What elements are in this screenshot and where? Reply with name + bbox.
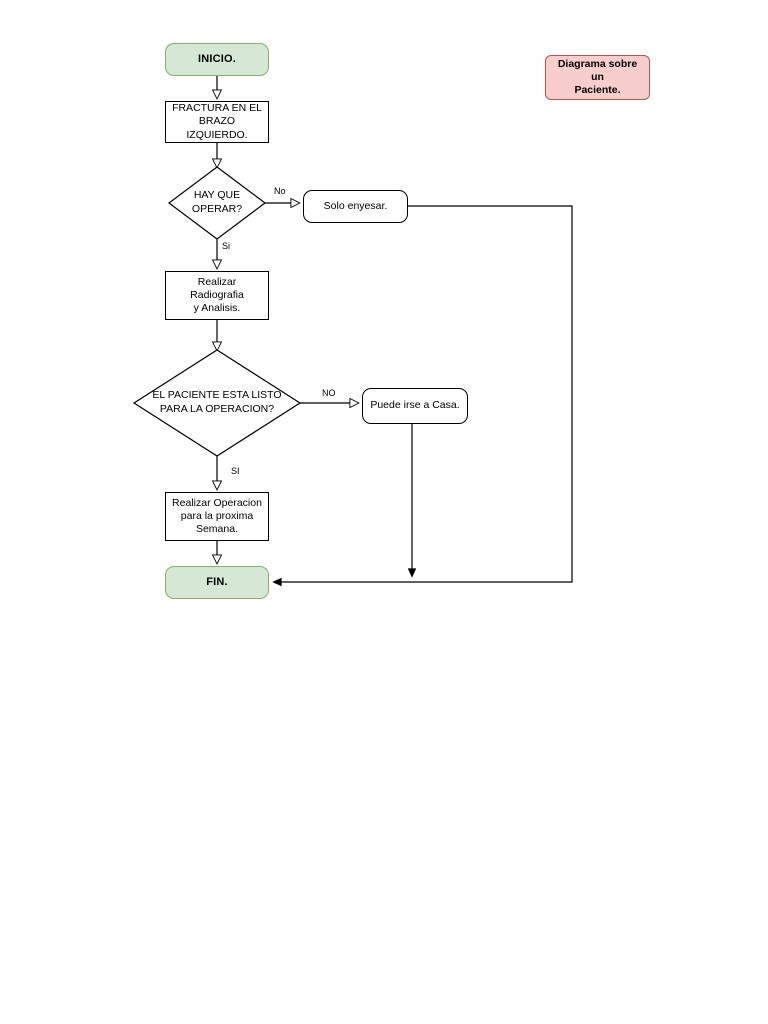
node-start-label: INICIO. xyxy=(197,52,237,65)
node-end[interactable]: FIN. xyxy=(165,566,269,599)
decision-operate-shape xyxy=(168,166,266,240)
node-xray[interactable]: Realizar Radiografia y Analisis. xyxy=(165,271,269,320)
node-cast-only[interactable]: Solo enyesar. xyxy=(303,190,408,223)
node-cast-only-label: Solo enyesar. xyxy=(323,199,388,212)
node-go-home-label: Puede irse a Casa. xyxy=(370,399,460,412)
node-operation[interactable]: Realizar Operacion para la proxima Seman… xyxy=(165,492,269,541)
edge-label-operate-yes-text: Si xyxy=(222,241,231,251)
edge-label-ready-yes: SI xyxy=(231,466,240,476)
edge-label-operate-no: No xyxy=(274,186,286,196)
edge-label-ready-no: NO xyxy=(322,388,336,398)
node-operation-label: Realizar Operacion para la proxima Seman… xyxy=(172,496,262,536)
node-start[interactable]: INICIO. xyxy=(165,43,269,76)
decision-ready-shape xyxy=(132,349,302,457)
diagram-title-note[interactable]: Diagrama sobre un Paciente. xyxy=(545,55,650,100)
edge-cast-to-end xyxy=(274,205,573,582)
node-xray-label: Realizar Radiografia y Analisis. xyxy=(190,275,244,315)
node-end-label: FIN. xyxy=(206,575,228,588)
diagram-title-note-label: Diagrama sobre un Paciente. xyxy=(557,57,638,97)
edge-label-ready-no-text: NO xyxy=(322,388,336,398)
node-fracture[interactable]: FRACTURA EN EL BRAZO IZQUIERDO. xyxy=(165,101,269,143)
node-go-home[interactable]: Puede irse a Casa. xyxy=(362,388,468,424)
edge-label-ready-yes-text: SI xyxy=(231,466,240,476)
edge-label-operate-no-text: No xyxy=(274,186,286,196)
node-fracture-label: FRACTURA EN EL BRAZO IZQUIERDO. xyxy=(172,102,262,141)
edge-label-operate-yes: Si xyxy=(222,241,230,251)
